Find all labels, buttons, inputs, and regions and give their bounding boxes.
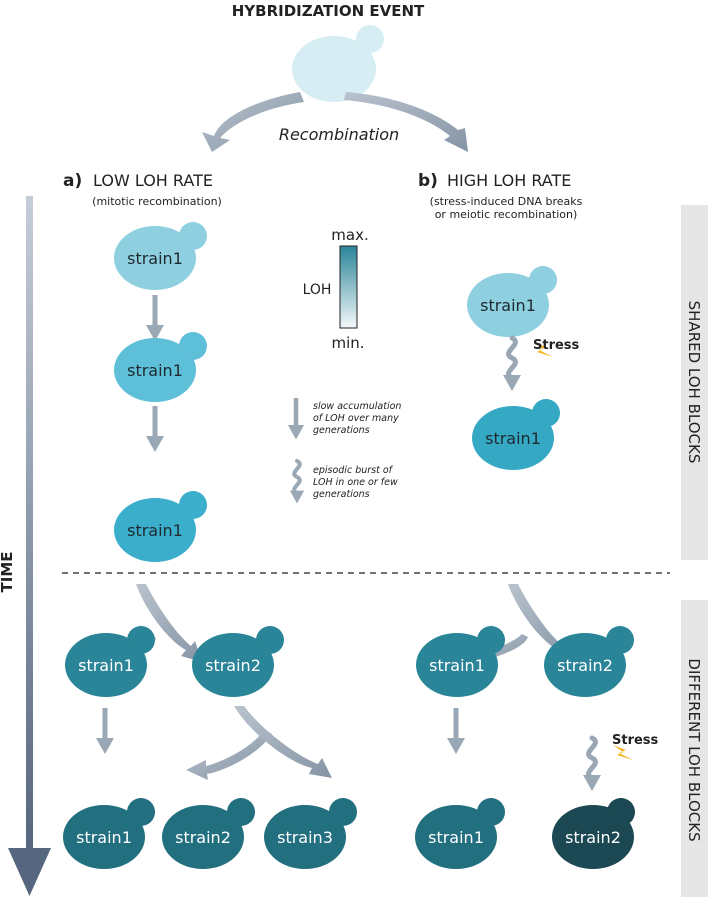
recombination-arrow-left [202, 92, 304, 152]
svg-text:strain2: strain2 [565, 828, 621, 847]
scale-min: min. [331, 334, 364, 352]
svg-text:strain3: strain3 [277, 828, 333, 847]
cell-rb4: strain2 [552, 798, 635, 869]
svg-text:strain2: strain2 [175, 828, 231, 847]
split-arrow-a-right [136, 584, 202, 662]
svg-text:strain1: strain1 [127, 521, 183, 540]
svg-text:strain1: strain1 [485, 429, 541, 448]
split-arrow-ra2-right [234, 706, 332, 778]
shared-panel [681, 205, 708, 560]
scale-max: max. [331, 226, 368, 244]
svg-text:strain1: strain1 [480, 296, 536, 315]
cell-rb3: strain1 [415, 798, 505, 869]
svg-text:strain1: strain1 [429, 656, 485, 675]
legend-slow-2: of LOH over many [313, 413, 399, 424]
svg-text:strain1: strain1 [127, 249, 183, 268]
branch-b-subtitle-2: or meiotic recombination) [435, 208, 578, 221]
branch-b-title: HIGH LOH RATE [447, 171, 571, 190]
stress-label-bottom: Stress [612, 733, 659, 748]
svg-text:strain1: strain1 [76, 828, 132, 847]
cell-ra3: strain1 [63, 798, 155, 869]
branch-b-subtitle-1: (stress-induced DNA breaks [430, 195, 583, 208]
shared-loh-label: SHARED LOH BLOCKS [685, 301, 703, 464]
stress-label-top: Stress [533, 338, 580, 353]
time-label: TIME [0, 552, 16, 593]
scale-bar [339, 245, 358, 329]
svg-text:strain2: strain2 [557, 656, 613, 675]
branch-a-title: LOW LOH RATE [93, 171, 213, 190]
branch-a-subtitle: (mitotic recombination) [92, 195, 222, 208]
svg-text:strain1: strain1 [127, 361, 183, 380]
legend-burst-3: generations [313, 489, 370, 500]
legend-burst-2: LOH in one or few [313, 477, 398, 488]
cell-rb2: strain2 [544, 626, 634, 697]
cell-a3: strain1 [114, 491, 207, 562]
arrow-rb1-rb3 [447, 708, 465, 754]
svg-text:strain1: strain1 [428, 828, 484, 847]
recombination-arrow-right [344, 92, 468, 152]
svg-text:strain1: strain1 [78, 656, 134, 675]
arrow-a1-a2 [146, 295, 164, 341]
cell-ra2: strain2 [192, 626, 284, 697]
cell-a2: strain1 [114, 332, 207, 402]
legend-wavy-arrow-icon [290, 461, 304, 503]
cell-b1: strain1 [467, 266, 557, 337]
legend-straight-arrow-icon [287, 398, 305, 440]
cell-a1: strain1 [114, 222, 207, 290]
branch-a-letter: a) [63, 171, 82, 191]
recombination-label: Recombination [279, 125, 399, 144]
cell-b2: strain1 [472, 399, 560, 470]
legend-slow-3: generations [313, 425, 370, 436]
legend-slow-1: slow accumulation [313, 401, 401, 412]
cell-ra1: strain1 [65, 626, 155, 697]
scale-label: LOH [303, 282, 332, 298]
cell-ra5: strain3 [264, 798, 357, 869]
hybrid-cell [292, 25, 384, 102]
arrow-a2-a3 [146, 406, 164, 452]
different-panel [681, 600, 708, 897]
legend-burst-1: episodic burst of [313, 465, 394, 476]
wavy-arrow-b1-b2 [503, 338, 521, 391]
diagram-title: HYBRIDIZATION EVENT [232, 2, 425, 20]
cell-rb1: strain1 [416, 626, 505, 697]
wavy-arrow-rb2-rb4 [583, 738, 601, 791]
arrow-ra1-ra3 [96, 708, 114, 754]
different-loh-label: DIFFERENT LOH BLOCKS [685, 658, 703, 841]
cell-ra4: strain2 [162, 798, 255, 869]
time-arrow [8, 196, 51, 896]
branch-b-letter: b) [418, 171, 438, 191]
split-arrow-ra2-left [186, 730, 272, 780]
svg-text:strain2: strain2 [205, 656, 261, 675]
